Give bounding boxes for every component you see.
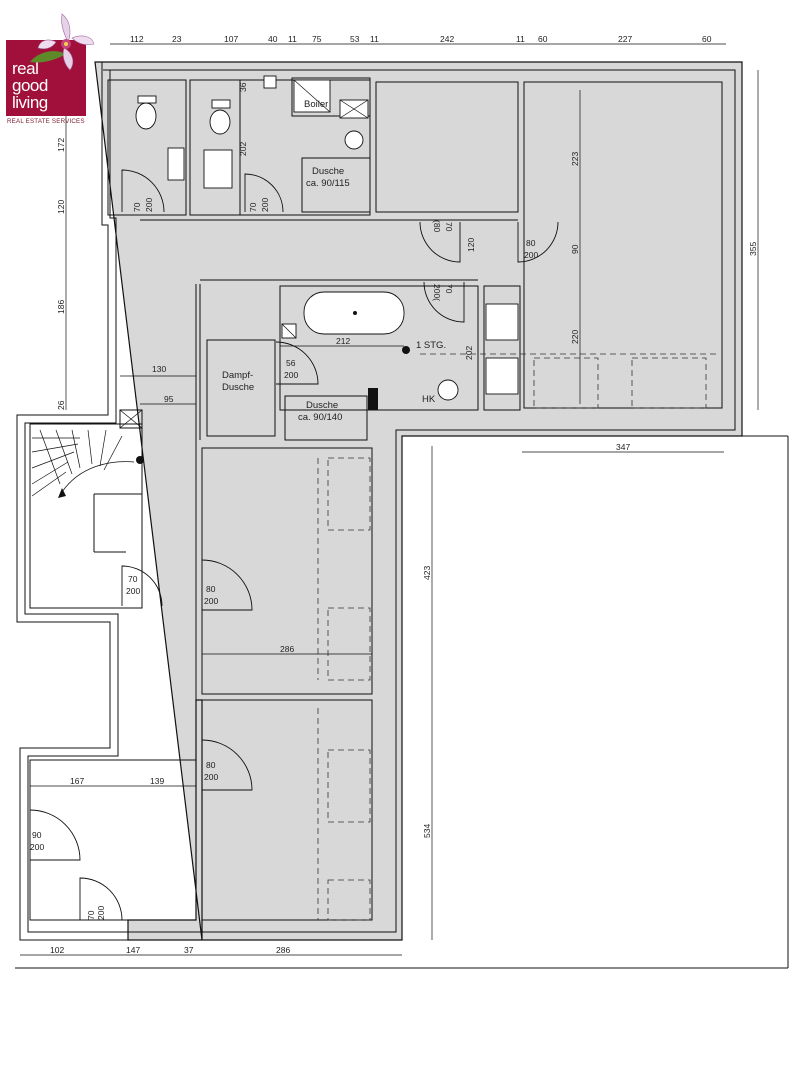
dim-top-11a: 11: [288, 34, 297, 44]
dim-120: 120: [466, 238, 476, 252]
dim-top-227: 227: [618, 34, 632, 44]
inner-dimensions: 130 95 212 347 286 167 139: [70, 336, 630, 786]
dim-top-60a: 60: [538, 34, 548, 44]
door-7-width: 70: [128, 574, 138, 584]
dim-202-top: 202: [238, 142, 248, 156]
door-dimensions: 70 200 70 200 70 (80 80 200 70 200( 56 2…: [30, 198, 538, 920]
dim-36: 36: [238, 82, 248, 92]
walls: [15, 61, 789, 969]
dim-202-bath: 202: [464, 346, 474, 360]
dimension-lines: [20, 43, 759, 956]
dim-534: 534: [422, 824, 432, 838]
dim-top-242: 242: [440, 34, 454, 44]
dim-220: 220: [570, 330, 580, 344]
door-6-width: 56: [286, 358, 296, 368]
door-7-height: 200: [126, 586, 140, 596]
dampf-dusche-label-2: Dusche: [222, 382, 254, 393]
door-4-width: 80: [526, 238, 536, 248]
dim-top-11b: 11: [370, 34, 379, 44]
stair-level-label: 1 STG.: [416, 340, 446, 351]
bottom-dimensions: 102 147 37 286: [50, 945, 290, 955]
dim-top-75: 75: [312, 34, 322, 44]
door-6-height: 200: [284, 370, 298, 380]
dim-423: 423: [422, 566, 432, 580]
orchid-flower-icon: [30, 13, 95, 71]
door-2-width: 70: [248, 202, 258, 212]
dusche-2-label: Dusche: [306, 400, 338, 411]
radiator-label: HK: [422, 394, 436, 405]
dim-130: 130: [152, 364, 166, 374]
door-10-height: 200: [30, 842, 44, 852]
dim-bottom-147: 147: [126, 945, 140, 955]
dim-left-26: 26: [56, 400, 66, 410]
door-swings: [29, 169, 559, 921]
logo-word-good: good: [12, 76, 48, 95]
dim-bottom-37: 37: [184, 945, 194, 955]
door-8-width: 80: [206, 584, 216, 594]
logo-word-real: real: [12, 59, 39, 78]
dim-bottom-286: 286: [276, 945, 290, 955]
fixtures: [135, 75, 519, 401]
dim-90: 90: [570, 244, 580, 254]
staircase: [31, 429, 144, 498]
door-5-height: 200(: [432, 284, 442, 301]
door-2-height: 200: [260, 198, 270, 212]
room-labels: Boiler Dusche ca. 90/115 Dampf- Dusche D…: [222, 99, 446, 423]
door-11-height: 200: [96, 906, 106, 920]
door-9-width: 80: [206, 760, 216, 770]
dim-top-23: 23: [172, 34, 182, 44]
dim-212: 212: [336, 336, 350, 346]
door-8-height: 200: [204, 596, 218, 606]
door-3-width: 70: [444, 222, 454, 232]
dim-top-11c: 11: [516, 34, 525, 44]
dim-top-112: 112: [130, 34, 144, 44]
dim-bottom-102: 102: [50, 945, 64, 955]
dim-139: 139: [150, 776, 164, 786]
logo-word-living: living: [12, 93, 48, 112]
dusche-1-size: ca. 90/115: [306, 178, 350, 189]
dim-top-40: 40: [268, 34, 278, 44]
dim-286-room: 286: [280, 644, 294, 654]
door-11-width: 70: [86, 910, 96, 920]
dim-167: 167: [70, 776, 84, 786]
door-5-width: 70: [444, 284, 454, 294]
dim-left-120: 120: [56, 200, 66, 214]
dim-top-107: 107: [224, 34, 238, 44]
real-good-living-logo: real good living REAL ESTATE SERVICES: [6, 13, 95, 128]
logo-tagline: REAL ESTATE SERVICES: [7, 118, 85, 125]
door-4-height: 200: [524, 250, 538, 260]
door-1-width: 70: [132, 202, 142, 212]
top-dimensions: 112 23 107 40 11 75 53 11 242 11 60 227 …: [130, 34, 712, 44]
door-10-width: 90: [32, 830, 42, 840]
furniture-dashed: [317, 353, 716, 921]
dim-223: 223: [570, 152, 580, 166]
dampf-dusche-label-1: Dampf-: [222, 370, 253, 381]
dim-top-53: 53: [350, 34, 360, 44]
dusche-1-label: Dusche: [312, 166, 344, 177]
vertical-dimensions: 172 120 186 26 355 36 202 223 90 220 120…: [56, 82, 758, 838]
dim-95: 95: [164, 394, 174, 404]
dim-left-186: 186: [56, 300, 66, 314]
dim-left-172: 172: [56, 138, 66, 152]
dim-top-60b: 60: [702, 34, 712, 44]
door-9-height: 200: [204, 772, 218, 782]
dim-347: 347: [616, 442, 630, 452]
door-1-height: 200: [144, 198, 154, 212]
interior-walls: [29, 77, 723, 921]
door-3-height: (80: [432, 220, 442, 233]
dusche-2-size: ca. 90/140: [298, 412, 342, 423]
dim-right-355: 355: [748, 242, 758, 256]
boiler-label: Boiler: [304, 99, 328, 110]
